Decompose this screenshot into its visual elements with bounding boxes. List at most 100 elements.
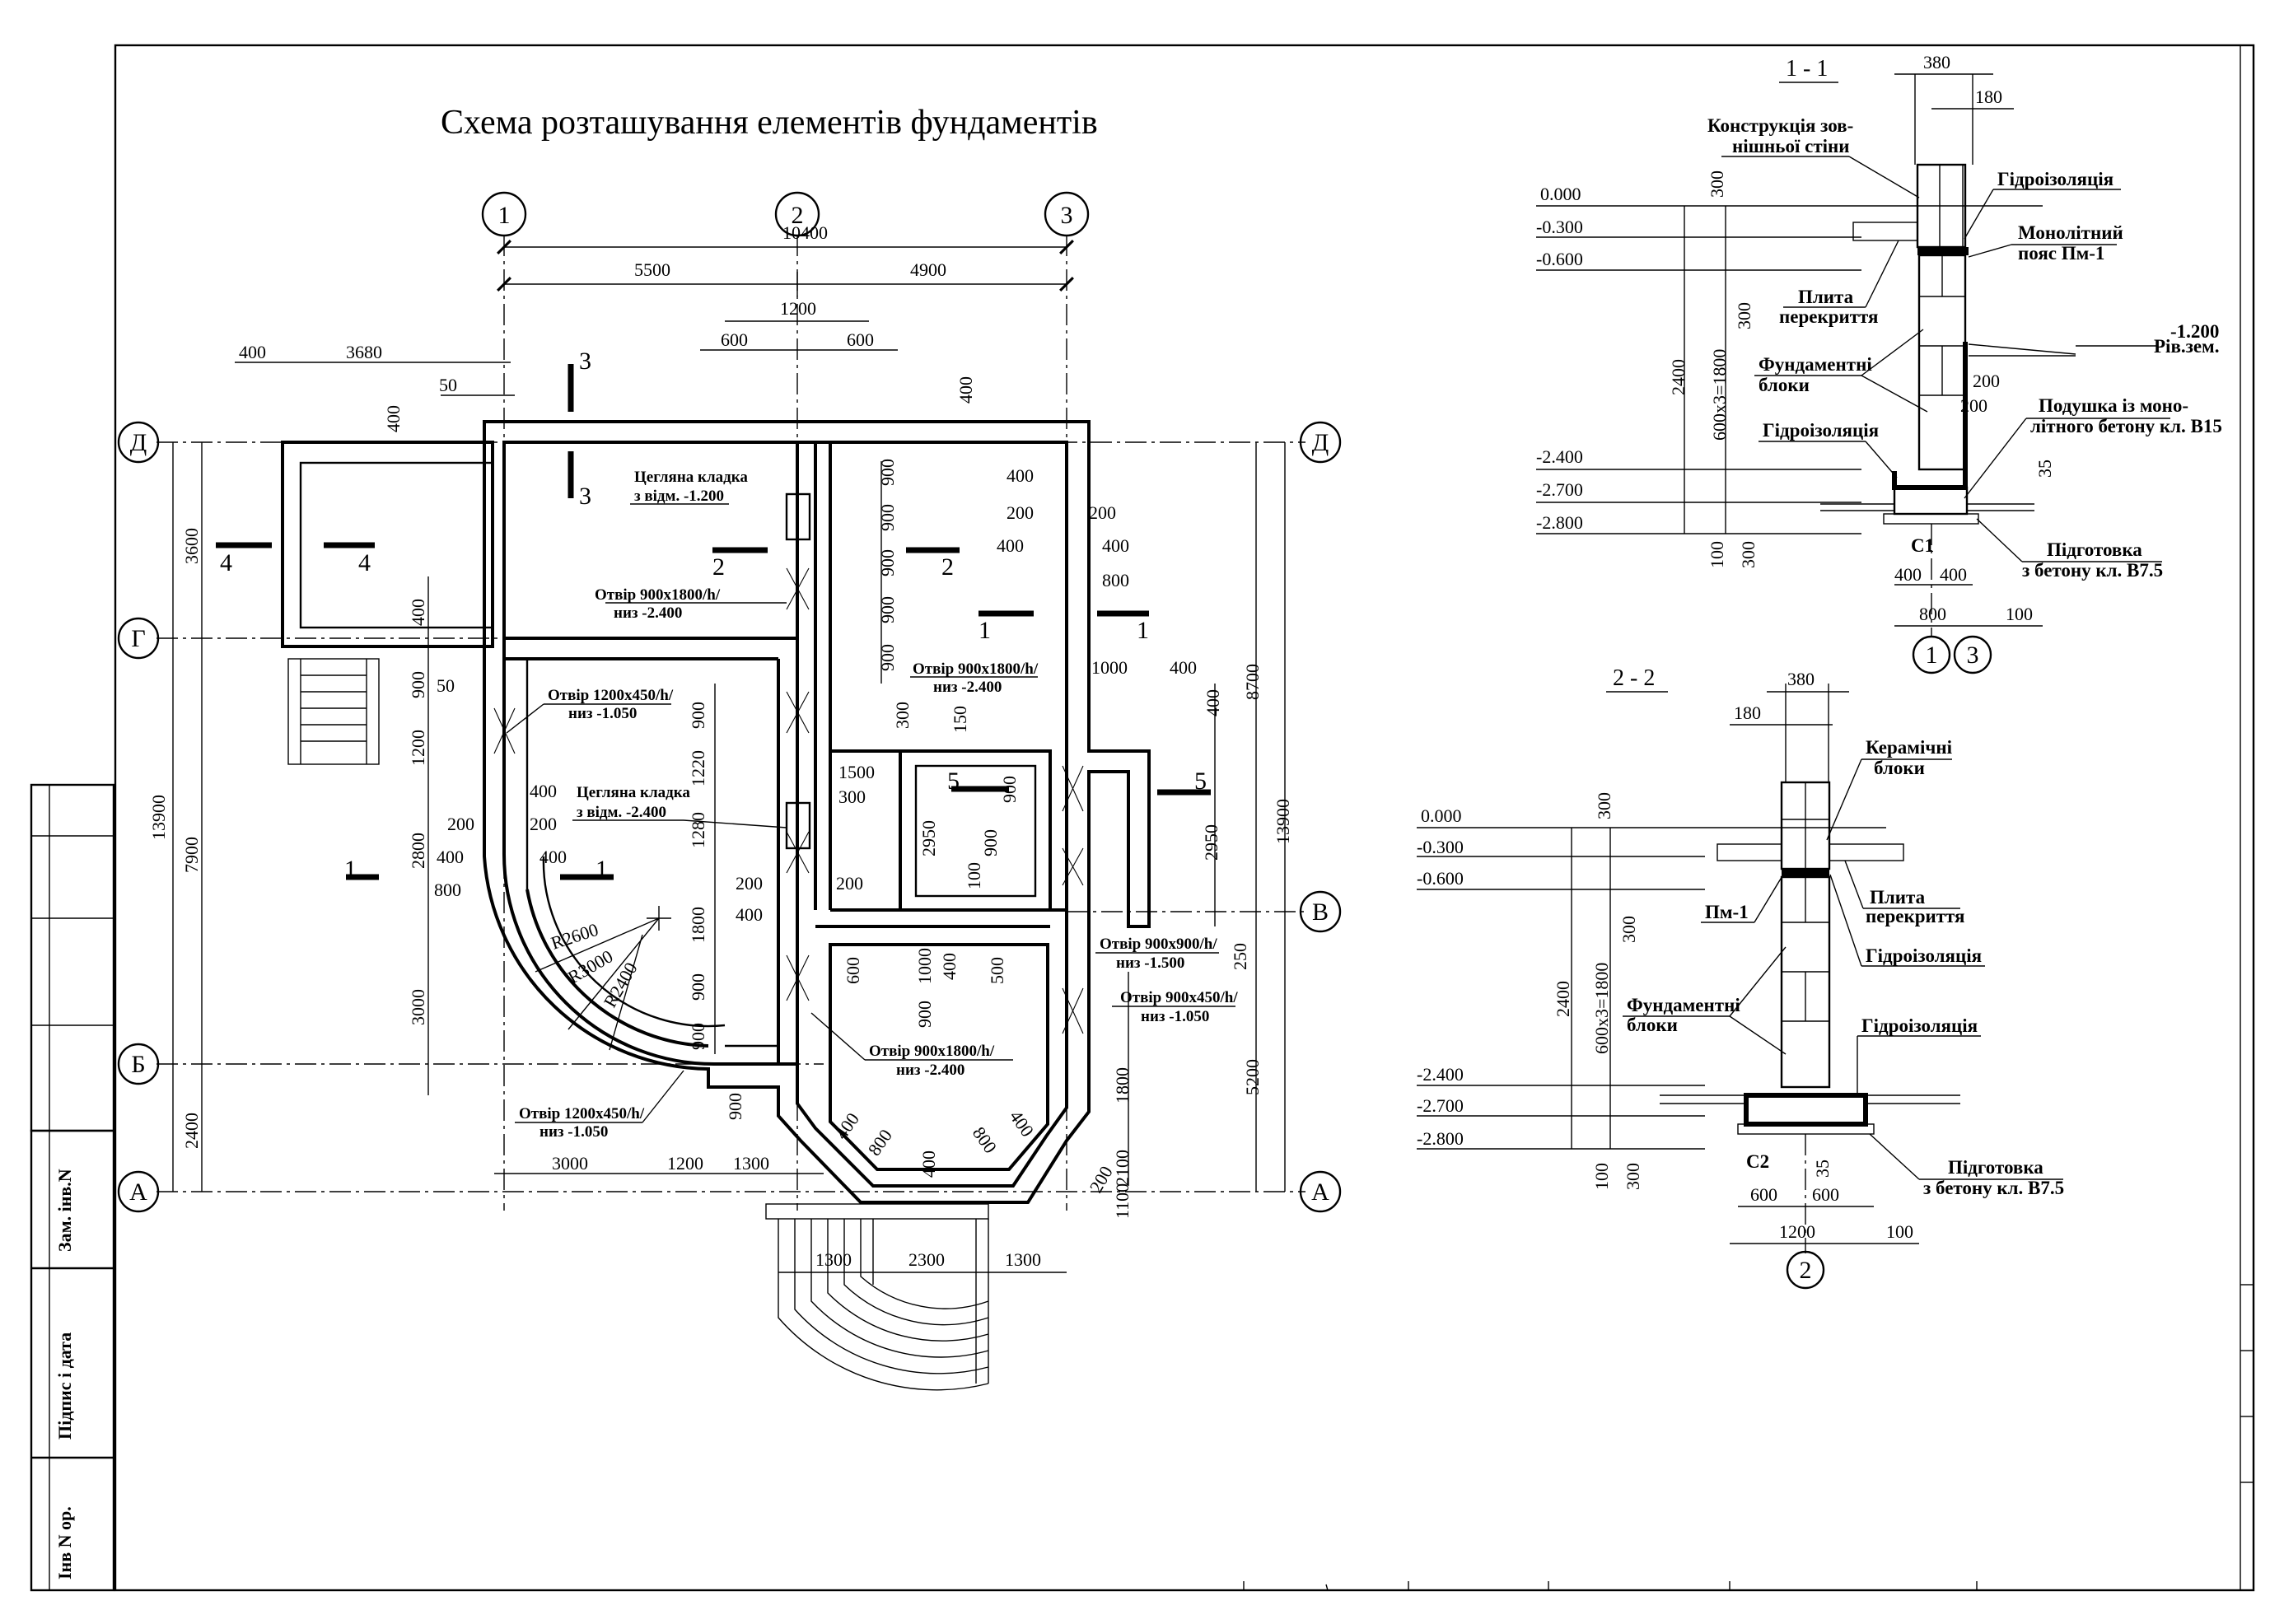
level-2-2-3: -2.400: [1417, 1064, 1464, 1085]
dim-i-1280: 1280: [688, 812, 708, 848]
dim-i-900h: 900: [688, 702, 708, 729]
dim-5500: 5500: [634, 259, 670, 280]
note-opening-5-low: низ -1.050: [1141, 1008, 1209, 1025]
dim-1-1-35: 35: [2034, 460, 2055, 478]
note-opening-6-low: низ -2.400: [896, 1062, 965, 1079]
dim-i-900i: 900: [688, 973, 708, 1001]
cut-5-right: 5: [1194, 768, 1207, 795]
dim-400-top-v: 400: [955, 376, 976, 404]
dim-1-1-800: 800: [1919, 604, 1946, 624]
dim-i-400e: 400: [939, 953, 960, 980]
label-monolithic-2: пояс Пм-1: [2018, 243, 2104, 264]
dim-2-2-180: 180: [1734, 702, 1761, 723]
level-1-1-0: 0.000: [1540, 184, 1581, 204]
dim-i-900e: 900: [877, 644, 898, 671]
dim-1200-left: 1200: [408, 730, 428, 766]
dim-2800: 2800: [408, 833, 428, 869]
level-1-1-2: -0.600: [1536, 249, 1583, 269]
axis-3-label: 3: [1061, 202, 1073, 229]
note-opening-7: Отвір 1200х450/h/: [519, 1105, 645, 1122]
cut-1-left-a: 1: [344, 856, 357, 883]
dim-i-800b: 800: [864, 1125, 896, 1159]
dim-i-900k: 900: [914, 1001, 935, 1028]
dim-1200-top: 1200: [780, 298, 816, 319]
dim-i-400h: 400: [1006, 1107, 1038, 1141]
dim-2950-right: 2950: [1201, 824, 1221, 861]
note-opening-4: Отвір 900х900/h/: [1100, 936, 1217, 953]
label-cushion-2: літного бетону кл. В15: [2030, 416, 2222, 436]
dim-1800-right: 1800: [1112, 1067, 1133, 1104]
dim-2-2-380: 380: [1787, 669, 1815, 689]
label-hydro-1-1-top: Гідроізоляція: [1997, 169, 2114, 189]
dim-i-400c: 400: [1102, 535, 1129, 556]
note-opening-2: Отвір 900х1800/h/: [913, 660, 1039, 678]
dim-7900: 7900: [181, 837, 202, 873]
plan-notes: Цегляна кладка з відм. -1.200 Отвір 900х…: [506, 469, 1238, 1141]
label-prep-2-2-2: з бетону кл. В7.5: [1923, 1178, 2064, 1198]
dim-b-1300c: 1300: [1005, 1249, 1041, 1270]
note-opening-5: Отвір 900х450/h/: [1120, 989, 1238, 1006]
dim-1-1-100b: 100: [2006, 604, 2033, 624]
cut-1-right-b: 1: [1137, 617, 1149, 644]
axis-1-1-b: 3: [1967, 642, 1979, 669]
label-wall-construction-1: Конструкція зов-: [1707, 115, 1853, 136]
axis-a-right-label: А: [1311, 1178, 1329, 1206]
dim-i-800a: 800: [1102, 570, 1129, 590]
dim-2-2-2400: 2400: [1553, 981, 1573, 1017]
dim-i-300a: 300: [892, 702, 913, 729]
dim-i-900l: 900: [725, 1093, 745, 1120]
note-brick-2-level: з відм. -2.400: [577, 804, 666, 821]
label-ground-level-value: -1.200: [2170, 321, 2219, 342]
dim-2400-left: 2400: [181, 1113, 202, 1149]
dim-b-2300: 2300: [908, 1249, 945, 1270]
dim-i-400f: 400: [831, 1108, 863, 1142]
dim-200-left-b: 200: [530, 814, 557, 834]
level-2-2-1: -0.300: [1417, 837, 1464, 857]
axis-b-label: Б: [131, 1051, 145, 1078]
dim-13900-right: 13900: [1273, 799, 1293, 844]
dim-i-200a: 200: [1007, 502, 1034, 523]
dim-600-b: 600: [847, 329, 874, 350]
label-slab-1: Плита: [1798, 287, 1854, 307]
dim-2-2-100: 100: [1591, 1163, 1612, 1190]
label-hydro-2-2-bottom: Гідроізоляція: [1861, 1015, 1978, 1036]
stamp-inv-or: Інв N ор.: [54, 1506, 75, 1580]
dim-i-150: 150: [950, 706, 970, 733]
dim-3600: 3600: [181, 528, 202, 564]
dim-2100: 2100: [1112, 1150, 1133, 1186]
label-ceramic-1: Керамічні: [1866, 737, 1953, 758]
level-1-1-5: -2.800: [1536, 512, 1583, 533]
cut-3-bottom: 3: [579, 483, 591, 510]
note-opening-1-low: низ -2.400: [614, 604, 682, 622]
dim-1100: 1100: [1112, 1183, 1133, 1219]
axis-2-2: 2: [1800, 1257, 1812, 1284]
label-blocks-1: Фундаментні: [1759, 354, 1872, 375]
note-opening-3: Отвір 1200х450/h/: [548, 687, 674, 704]
dim-600-a: 600: [721, 329, 748, 350]
label-blocks-2-2-2: блоки: [1627, 1015, 1678, 1035]
dim-2-2-600a: 600: [1750, 1184, 1777, 1205]
section-1-1-title: 1 - 1: [1786, 56, 1828, 82]
label-belt-2-2: Пм-1: [1705, 902, 1749, 922]
dim-i-1000: 1000: [914, 948, 935, 984]
label-ceramic-2: блоки: [1874, 758, 1925, 778]
label-slab-2: перекриття: [1779, 306, 1879, 327]
label-mark-c2: С2: [1746, 1151, 1769, 1172]
foundation-walls: [281, 420, 1151, 1204]
axis-d-left-label: Д: [130, 429, 147, 456]
dim-400-porch: 400: [239, 342, 266, 362]
dim-i-200d: 200: [736, 873, 763, 894]
dim-2-2-600b: 600: [1812, 1184, 1839, 1205]
top-dimensions: 10400 5500 4900 1200 600 600 400 3680 50…: [235, 222, 1074, 432]
foundation-plan: 1 2 3 Д Д Г В Б А А: [117, 191, 1342, 1391]
level-1-1-1: -0.300: [1536, 217, 1583, 237]
sheet-frame: [49, 44, 2255, 1592]
dim-2-2-100b: 100: [1886, 1221, 1913, 1242]
note-opening-1: Отвір 900х1800/h/: [595, 586, 721, 604]
dim-1-1-300c: 300: [1738, 541, 1759, 568]
stamp-pidpys: Підпис і дата: [54, 1332, 75, 1440]
cut-2-left: 2: [712, 553, 725, 581]
label-prep-1-1-2: з бетону кл. В7.5: [2022, 560, 2163, 581]
note-opening-4-low: низ -1.500: [1116, 954, 1184, 972]
